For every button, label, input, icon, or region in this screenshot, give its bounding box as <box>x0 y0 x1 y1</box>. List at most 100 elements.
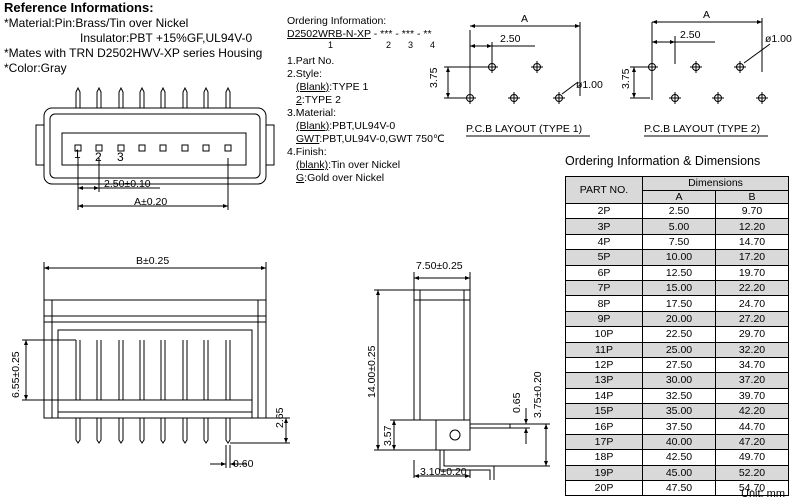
cell-dim-b: 17.20 <box>714 249 790 266</box>
table-title: Ordering Information & Dimensions <box>565 154 761 168</box>
cell-dim-b: 29.70 <box>714 326 790 343</box>
pcb2-title: P.C.B LAYOUT (TYPE 2) <box>644 123 761 135</box>
pcb-layout-type1 <box>444 22 590 137</box>
cell-part-no: 18P <box>565 449 643 466</box>
cell-dim-b: 47.20 <box>714 433 790 451</box>
cell-dim-b: 44.70 <box>714 418 790 435</box>
cell-dim-b: 9.70 <box>714 202 790 220</box>
pcb2-dim-height: 3.75 <box>620 68 632 89</box>
header-part-no: PART NO. <box>565 176 643 204</box>
cell-dim-a: 25.00 <box>642 341 716 358</box>
cell-dim-b: 27.20 <box>714 310 790 328</box>
cell-dim-a: 27.50 <box>642 356 716 374</box>
connector-front-view <box>22 262 290 468</box>
cell-dim-a: 15.00 <box>642 279 716 297</box>
pcb2-dim-hole: ø1.00 <box>765 33 792 45</box>
ordering-code-part-2: - *** <box>373 28 393 40</box>
cell-dim-a: 37.50 <box>642 418 716 435</box>
cell-dim-b: 49.70 <box>714 449 790 466</box>
cell-part-no: 13P <box>565 372 643 389</box>
ordering-code-base: D2502WRB-N-XP <box>287 28 371 40</box>
ordering-style: 2.Style: <box>287 68 323 80</box>
dim-pin-side: 0.65 <box>511 392 523 413</box>
reference-color: *Color:Gray <box>4 61 67 75</box>
ordering-material: 3.Material: <box>287 107 337 119</box>
cell-dim-a: 22.50 <box>642 326 716 343</box>
ordering-title: Ordering Information: <box>287 15 387 27</box>
dim-bottom-side: 3.10±0.20 <box>420 466 467 478</box>
pcb1-dim-hole: ø1.00 <box>576 79 603 91</box>
ordering-code-part-3: - *** <box>395 28 415 40</box>
header-col-a: A <box>642 189 716 204</box>
pcb1-title: P.C.B LAYOUT (TYPE 1) <box>466 123 583 135</box>
dim-pitch-top: 2.50±0.10 <box>104 178 151 190</box>
cell-part-no: 15P <box>565 403 643 420</box>
mat-gwt-val: :PBT,UL94V-0,GWT 750℃ <box>319 133 445 145</box>
pcb1-dim-pitch: 2.50 <box>500 33 521 45</box>
dim-tail-front: 2.65 <box>274 407 286 428</box>
ordering-code-part-4: - ** <box>416 28 432 40</box>
code-number-3: 3 <box>408 40 414 50</box>
ordering-finish-gold: G:Gold over Nickel <box>296 172 384 184</box>
cell-dim-b: 24.70 <box>714 295 790 312</box>
cell-dim-a: 30.00 <box>642 372 716 389</box>
cell-part-no: 11P <box>565 341 643 358</box>
cell-dim-a: 5.00 <box>642 218 716 235</box>
mat-blank-key: (Blank) <box>296 120 330 132</box>
style-blank-key: (Blank) <box>296 81 330 93</box>
reference-mates: *Mates with TRN D2502HWV-XP series Housi… <box>4 46 263 60</box>
dim-b-front: B±0.25 <box>136 255 170 267</box>
cell-dim-b: 39.70 <box>714 387 790 405</box>
reference-title: Reference Informations: <box>4 0 154 15</box>
ordering-material-gwt: GWT:PBT,UL94V-0,GWT 750℃ <box>296 133 445 145</box>
cell-dim-b: 19.70 <box>714 264 790 281</box>
cell-dim-a: 20.00 <box>642 310 716 328</box>
ordering-part-no: 1.Part No. <box>287 55 335 67</box>
cell-dim-a: 47.50 <box>642 480 716 497</box>
cell-part-no: 19P <box>565 464 643 482</box>
cell-part-no: 10P <box>565 326 643 343</box>
cell-dim-b: 14.70 <box>714 233 790 251</box>
connector-top-view <box>35 86 275 210</box>
cell-dim-a: 2.50 <box>642 202 716 220</box>
fin-blank-key: (blank) <box>296 159 329 171</box>
style-2-val: :TYPE 2 <box>301 94 341 106</box>
cell-dim-b: 42.20 <box>714 403 790 420</box>
ordering-code: D2502WRB-N-XP - *** - *** - ** <box>287 28 432 40</box>
cell-part-no: 14P <box>565 387 643 405</box>
cell-dim-a: 17.50 <box>642 295 716 312</box>
ordering-finish: 4.Finish: <box>287 146 327 158</box>
cell-part-no: 3P <box>565 218 643 235</box>
ordering-finish-tin: (blank):Tin over Nickel <box>296 159 400 171</box>
cell-part-no: 2P <box>565 202 643 220</box>
cell-dim-a: 42.50 <box>642 449 716 466</box>
cell-part-no: 9P <box>565 310 643 328</box>
cell-part-no: 5P <box>565 249 643 266</box>
reference-material: *Material:Pin:Brass/Tin over Nickel <box>4 16 189 30</box>
dim-tail-side: 3.57 <box>382 425 394 446</box>
dim-width-side: 7.50±0.25 <box>416 260 463 272</box>
cell-dim-b: 12.20 <box>714 218 790 235</box>
cell-dim-b: 34.70 <box>714 356 790 374</box>
cell-dim-a: 32.50 <box>642 387 716 405</box>
cell-dim-b: 22.20 <box>714 279 790 297</box>
cell-dim-b: 54.70 <box>714 480 790 497</box>
connector-side-view <box>374 272 550 480</box>
fin-g-val: :Gold over Nickel <box>304 172 385 184</box>
cell-dim-a: 45.00 <box>642 464 716 482</box>
pin-number-3: 3 <box>117 150 124 164</box>
